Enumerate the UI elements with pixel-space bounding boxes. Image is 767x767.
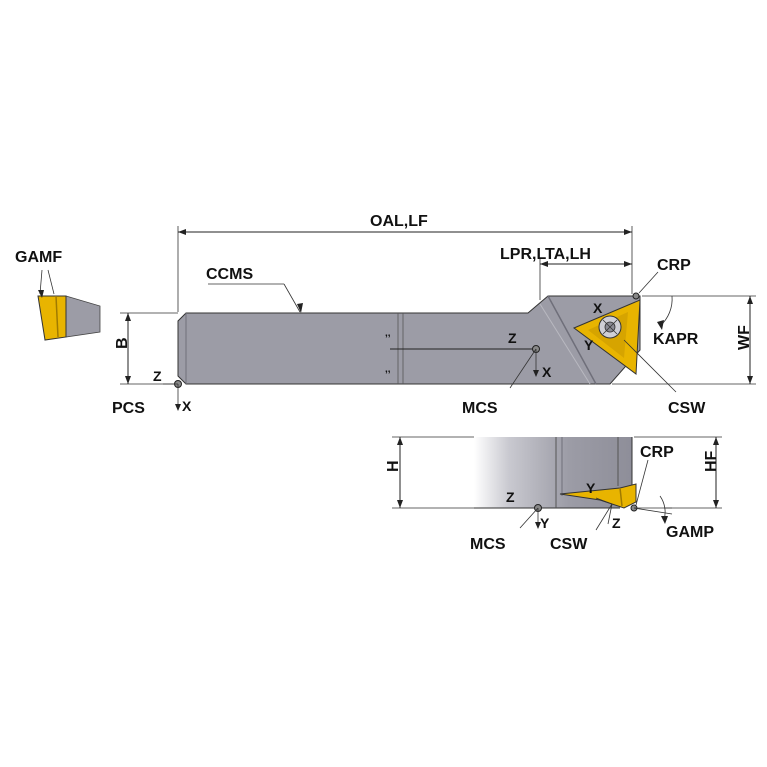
csw-side-label: CSW: [550, 536, 588, 553]
svg-text:,,: ,,: [385, 364, 391, 375]
side-view: H HF Z Y MCS Y Z CSW CRP GAMP: [385, 436, 722, 553]
hf-label: HF: [703, 450, 720, 472]
csw-side-z-label: Z: [612, 515, 621, 531]
mcs-side-z-label: Z: [506, 489, 515, 505]
mcs-top-z-label: Z: [508, 330, 517, 346]
kapr-label: KAPR: [653, 331, 699, 348]
oal-lf-label: OAL,LF: [370, 213, 428, 230]
wf-label: WF: [736, 325, 753, 350]
csw-top-x-label: X: [593, 300, 603, 316]
lpr-lta-lh-label: LPR,LTA,LH: [500, 246, 591, 263]
mcs-top-label: MCS: [462, 400, 498, 417]
ccms-label: CCMS: [206, 266, 253, 283]
gamf-inset: GAMF: [15, 249, 101, 341]
csw-top-y-label: Y: [584, 337, 594, 353]
svg-text:,,: ,,: [385, 328, 391, 339]
mcs-side-y-label: Y: [540, 515, 550, 531]
gamf-label: GAMF: [15, 249, 62, 266]
gamp-label: GAMP: [666, 524, 714, 541]
pcs-x-label: X: [182, 398, 192, 414]
gamf-holder-shape: [65, 295, 101, 338]
h-label: H: [385, 460, 402, 472]
shank-body: [177, 295, 641, 385]
pcs-z-label: Z: [153, 368, 162, 384]
top-view: ,, ,, Z X PCS Z X MCS X Y CSW CRP: [112, 213, 756, 417]
mcs-top-x-label: X: [542, 364, 552, 380]
crp-side-label: CRP: [640, 444, 674, 461]
csw-side-y-label: Y: [586, 480, 596, 496]
crp-top-label: CRP: [657, 257, 691, 274]
pcs-label: PCS: [112, 400, 145, 417]
gamf-insert-shape: [37, 295, 67, 341]
csw-top-label: CSW: [668, 400, 706, 417]
mcs-side-label: MCS: [470, 536, 506, 553]
b-label: B: [114, 337, 131, 349]
crp-top-point: [632, 292, 640, 300]
